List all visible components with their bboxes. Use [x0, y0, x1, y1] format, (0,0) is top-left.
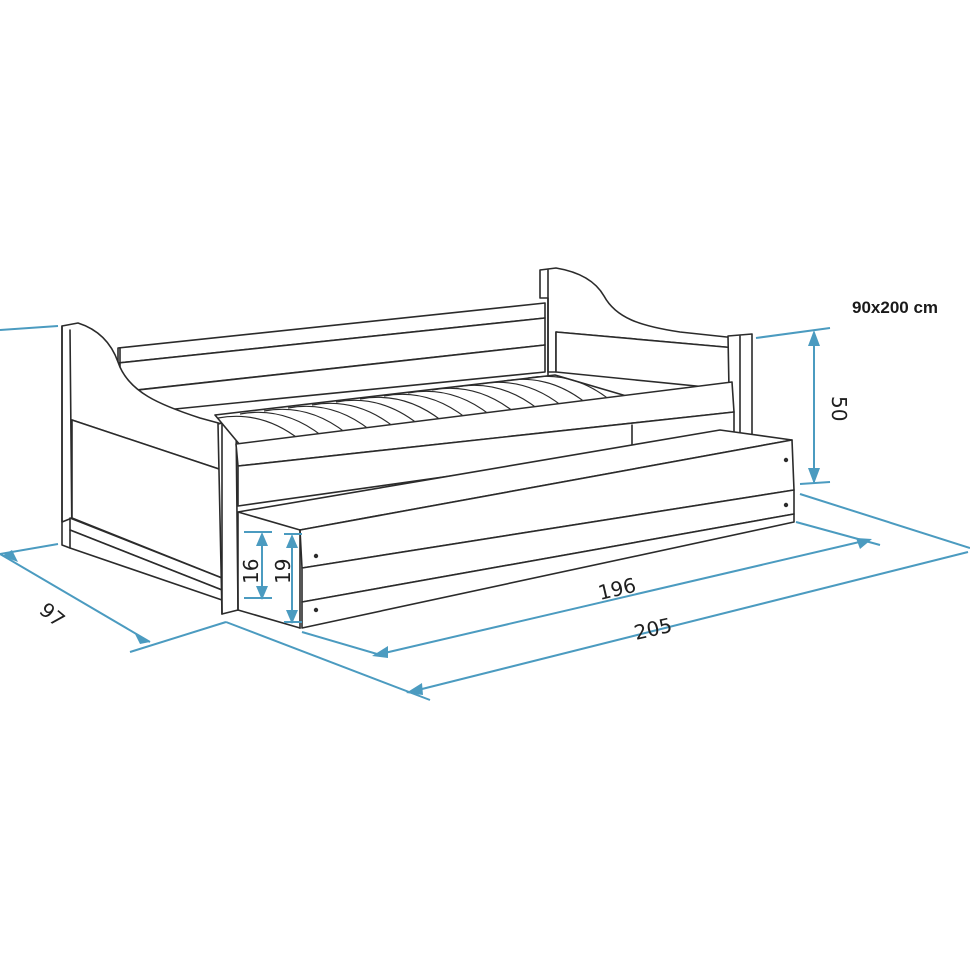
slatted-base [214, 374, 641, 446]
total-length-label: 205 [632, 613, 675, 645]
left-height-guide [0, 325, 59, 555]
dimensions: 97 50 16 19 [0, 298, 970, 701]
drawer-height-label: 19 [271, 559, 295, 584]
drawer-inner-height-label: 16 [239, 559, 263, 584]
front-rail [235, 381, 735, 507]
drawer [237, 429, 795, 629]
depth-label: 97 [35, 597, 70, 632]
height-label: 50 [827, 396, 851, 421]
back-panel [117, 302, 546, 411]
front-left-post [217, 419, 239, 615]
total-length-dimension: 205 [225, 493, 970, 701]
drawer-height-dimension: 19 [271, 533, 302, 624]
daybed-drawing [61, 267, 795, 629]
drawer-inner-height-dimension: 16 [239, 531, 272, 600]
size-label: 90x200 cm [852, 298, 938, 317]
drawer-length-label: 196 [596, 573, 639, 605]
height-dimension: 50 [755, 327, 851, 485]
